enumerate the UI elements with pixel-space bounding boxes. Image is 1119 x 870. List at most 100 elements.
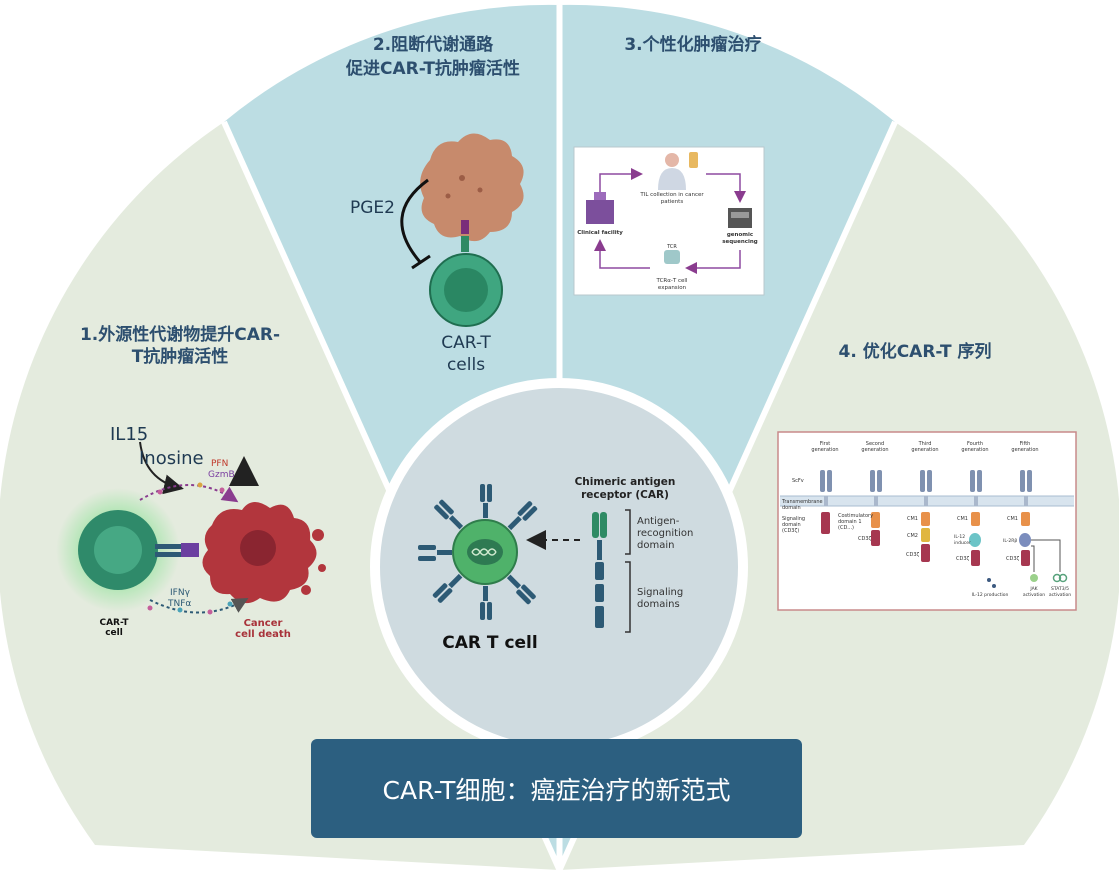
generation-label: generation [911, 447, 938, 453]
tumor-spot [445, 193, 451, 199]
tnf-label: TNFα [167, 599, 191, 609]
sector-1-heading: T抗肿瘤活性 [132, 346, 229, 367]
cm1-label: CM1 [1007, 516, 1018, 522]
car-t-nucleus [94, 526, 142, 574]
transmembrane-label: domain [782, 505, 801, 511]
car-receptor-upper-left [434, 499, 464, 530]
signaling-domains-label: domains [637, 599, 680, 610]
generation-label: generation [1011, 447, 1038, 453]
car-receptor-bottom [480, 586, 492, 620]
tumor-receptor [461, 220, 469, 234]
gzmb-label: GzmB [208, 470, 235, 480]
il2rb-label: IL-2Rβ [1003, 538, 1017, 544]
cytokine-dot [227, 601, 233, 607]
clinical-facility-label: Clinical facility [577, 230, 623, 236]
inhibition-bar [411, 254, 431, 270]
cytokine-dot [157, 489, 163, 495]
costimulatory-label: (CD...) [838, 525, 854, 531]
pge2-inhibition-arc [400, 178, 429, 263]
tcrt-expansion-label: expansion [658, 285, 687, 291]
banner-title: CAR-T细胞：癌症治疗的新范式 [382, 775, 731, 805]
cd3z-label: CD3ζ [956, 556, 970, 562]
cd3z-label: CD3ζ [1006, 556, 1020, 562]
signaling-bracket [625, 561, 631, 633]
car-receptor-left [418, 545, 452, 561]
car-t-cell-title: CAR T cell [442, 633, 537, 653]
car-t-cell-label: cell [105, 628, 123, 638]
generation-label: Fifth [1020, 441, 1031, 447]
transmembrane-label: Transmembrane [781, 499, 823, 505]
patient-icon [658, 168, 686, 190]
iv-bag-icon [689, 152, 698, 168]
car-t-cell-label: CAR-T [99, 618, 129, 628]
il12-inducer-label: IL-12 [954, 534, 965, 540]
costimulatory-label: domain 1 [838, 519, 862, 525]
sector-3-heading: 3.个性化肿瘤治疗 [624, 34, 761, 55]
stat-activation-label: STAT3/5 [1051, 586, 1069, 592]
cancer-fragment [318, 564, 326, 572]
cancer-fragment [301, 585, 311, 595]
cycle-arrow [685, 250, 741, 274]
car-t-nucleus [444, 268, 488, 312]
tcr-cell-icon [664, 250, 680, 264]
clinical-facility-icon [594, 192, 606, 200]
generation-label: Third [918, 441, 932, 447]
generation-label: Second [866, 441, 884, 447]
tumor-spot [477, 187, 483, 193]
clinical-facility-icon [586, 200, 614, 224]
patient-icon [665, 153, 679, 167]
genomic-label: genomic [727, 232, 753, 238]
generation-label: First [820, 441, 831, 447]
ifn-arc [149, 598, 249, 614]
costimulatory-label: Costimulatory [838, 513, 873, 519]
cd3z-label: CD3ζ [858, 536, 872, 542]
sector-4-heading: 4. 优化CAR-T 序列 [839, 341, 992, 362]
panel-1-illustration: IL15 Inosine PFN GzmB IFNγ TNFα CAR-T ce… [56, 424, 326, 640]
car-receptor-lower-left [432, 573, 463, 603]
cancer-death-label: Cancer [244, 618, 283, 629]
tcr-label: TCR [666, 244, 677, 250]
car-gen4 [969, 470, 996, 588]
car-receptor [155, 552, 181, 557]
cancer-death-label: cell death [235, 629, 291, 640]
cancer-nucleus [240, 530, 276, 566]
panel-2-illustration: PGE2 CAR-T cells [350, 133, 524, 375]
panel-3-illustration: TIL collection in cancer patients Clinic… [573, 146, 765, 296]
genomic-label: sequencing [722, 239, 758, 245]
pge2-label: PGE2 [350, 198, 395, 218]
il12-production-label: IL-12 production [972, 592, 1009, 598]
cycle-arrow [599, 168, 643, 196]
car-title-label: Chimeric antigen [575, 476, 676, 488]
car-receptor [155, 544, 181, 549]
car-receptor-upper-right [507, 501, 538, 531]
cm1-label: CM1 [957, 516, 968, 522]
cd3z-label: CD3ζ [906, 552, 920, 558]
til-collection-label: patients [661, 199, 684, 205]
cytokine-dot [197, 482, 203, 488]
ifn-label: IFNγ [170, 588, 191, 598]
generation-label: generation [861, 447, 888, 453]
sector-2-heading: 促进CAR-T抗肿瘤活性 [345, 58, 520, 79]
jak-activation-label: activation [1023, 592, 1045, 598]
cm2-label: CM2 [907, 533, 918, 539]
generation-label: generation [961, 447, 988, 453]
il12-inducer-label: inducer [954, 540, 971, 546]
car-construct [592, 512, 607, 628]
il15-label: IL15 [110, 424, 148, 445]
car-t-cells-label: cells [447, 355, 485, 375]
car-receptor-top [480, 484, 492, 518]
car-gen5 [1019, 470, 1068, 583]
center-circle [370, 378, 748, 756]
panel-4-illustration: First generation Second generation Third… [777, 431, 1077, 611]
cycle-arrow [706, 173, 746, 203]
tcell-receptor [461, 236, 469, 252]
car-t-cells-label: CAR-T [441, 333, 491, 353]
cycle-arrow [594, 239, 650, 269]
til-collection-label: TIL collection in cancer [639, 192, 704, 198]
cytokine-dot [177, 607, 183, 613]
car-receptor-lower-right [506, 574, 536, 605]
title-banner: CAR-T细胞：癌症治疗的新范式 [311, 739, 802, 838]
antigen-marker [181, 543, 199, 557]
car-gen3 [920, 470, 932, 562]
signaling-domains-label: Signaling [637, 587, 683, 598]
